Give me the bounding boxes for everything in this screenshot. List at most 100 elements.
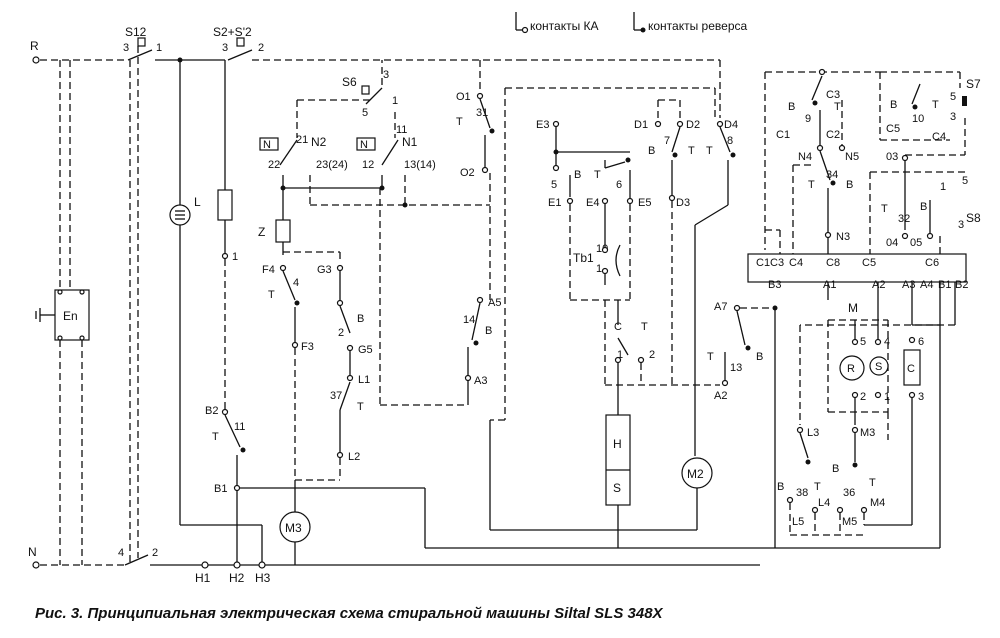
svg-text:L2: L2 [348,451,360,463]
svg-text:M2: M2 [687,467,704,481]
caption: Рис. 3. Принципиальная электрическая схе… [35,605,664,622]
svg-text:A3: A3 [474,375,487,387]
svg-text:C2: C2 [826,129,840,141]
svg-text:B: B [357,313,364,325]
svg-text:L4: L4 [818,497,830,509]
svg-text:C: C [907,363,915,375]
label-n: N [28,545,37,559]
svg-text:C6: C6 [925,257,939,269]
svg-text:23(24): 23(24) [316,159,348,171]
svg-text:B: B [788,101,795,113]
svg-text:B: B [648,145,655,157]
svg-text:Z: Z [258,225,265,239]
svg-text:04: 04 [886,237,898,249]
svg-text:T: T [707,351,714,363]
svg-text:B: B [890,99,897,111]
svg-text:03: 03 [886,151,898,163]
lamp-l: L [169,60,263,565]
svg-text:T: T [834,101,841,113]
svg-text:E3: E3 [536,119,549,131]
svg-text:T: T [881,203,888,215]
svg-text:36: 36 [843,487,855,499]
legend-reverse: контакты реверса [648,19,747,33]
svg-text:B: B [920,201,927,213]
svg-text:B1: B1 [938,279,951,291]
svg-text:5: 5 [860,336,866,348]
svg-text:A7: A7 [714,301,727,313]
svg-text:32: 32 [898,213,910,225]
svg-text:M4: M4 [870,497,885,509]
svg-text:G3: G3 [317,264,332,276]
svg-text:M3: M3 [860,427,875,439]
svg-text:G5: G5 [358,344,373,356]
svg-text:C8: C8 [826,257,840,269]
svg-text:3: 3 [383,69,389,81]
svg-text:21: 21 [296,134,308,146]
svg-text:3: 3 [123,42,129,54]
svg-text:22: 22 [268,159,280,171]
svg-text:7: 7 [664,135,670,147]
svg-text:1: 1 [156,42,162,54]
svg-text:C: C [614,321,622,333]
svg-text:D2: D2 [686,119,700,131]
svg-text:S: S [875,361,882,373]
svg-text:5: 5 [551,179,557,191]
svg-text:38: 38 [796,487,808,499]
svg-text:N: N [263,139,271,151]
svg-text:L1: L1 [358,374,370,386]
svg-text:Tb1: Tb1 [573,251,594,265]
svg-text:9: 9 [805,113,811,125]
svg-text:4: 4 [118,547,124,559]
terminals: H1 H2 H3 [195,561,271,585]
svg-text:14: 14 [463,314,475,326]
svg-text:D1: D1 [634,119,648,131]
svg-text:O1: O1 [456,91,471,103]
svg-text:E5: E5 [638,197,651,209]
svg-text:H1: H1 [195,571,211,585]
svg-text:11: 11 [396,124,407,136]
svg-text:6: 6 [918,336,924,348]
svg-text:N4: N4 [798,151,812,163]
svg-text:T: T [357,401,364,413]
svg-text:T: T [594,169,601,181]
svg-text:5: 5 [962,175,968,187]
label-en: En [63,309,78,323]
svg-text:N: N [360,139,368,151]
svg-text:L3: L3 [807,427,819,439]
svg-text:T: T [641,321,648,333]
svg-text:11: 11 [234,421,245,433]
svg-text:2: 2 [860,391,866,403]
svg-text:A4: A4 [920,279,933,291]
programmer-left: F4 G3 T4 F3 2B G5 L1 37 T L2 [262,251,373,481]
svg-text:F3: F3 [301,341,314,353]
svg-text:H3: H3 [255,571,271,585]
svg-text:N5: N5 [845,151,859,163]
svg-text:8: 8 [727,135,733,147]
svg-text:S6: S6 [342,75,357,89]
svg-text:D4: D4 [724,119,738,131]
svg-text:B: B [574,169,581,181]
label-s2: S2+S'2 [213,25,252,39]
svg-text:M3: M3 [285,521,302,535]
pump-m3: M3 [279,480,311,565]
svg-text:E1: E1 [548,197,561,209]
svg-text:D3: D3 [676,197,690,209]
svg-text:S7: S7 [966,77,981,91]
svg-text:2: 2 [258,42,264,54]
svg-text:C4: C4 [789,257,803,269]
svg-text:C3: C3 [826,89,840,101]
svg-text:A1: A1 [823,279,836,291]
svg-text:C1: C1 [776,129,790,141]
svg-text:2: 2 [338,327,344,339]
svg-text:5: 5 [950,91,956,103]
svg-text:O2: O2 [460,167,475,179]
svg-text:H: H [613,437,622,451]
svg-text:R: R [847,363,855,375]
svg-text:1: 1 [884,391,890,403]
svg-text:B3: B3 [768,279,781,291]
svg-text:A2: A2 [872,279,885,291]
